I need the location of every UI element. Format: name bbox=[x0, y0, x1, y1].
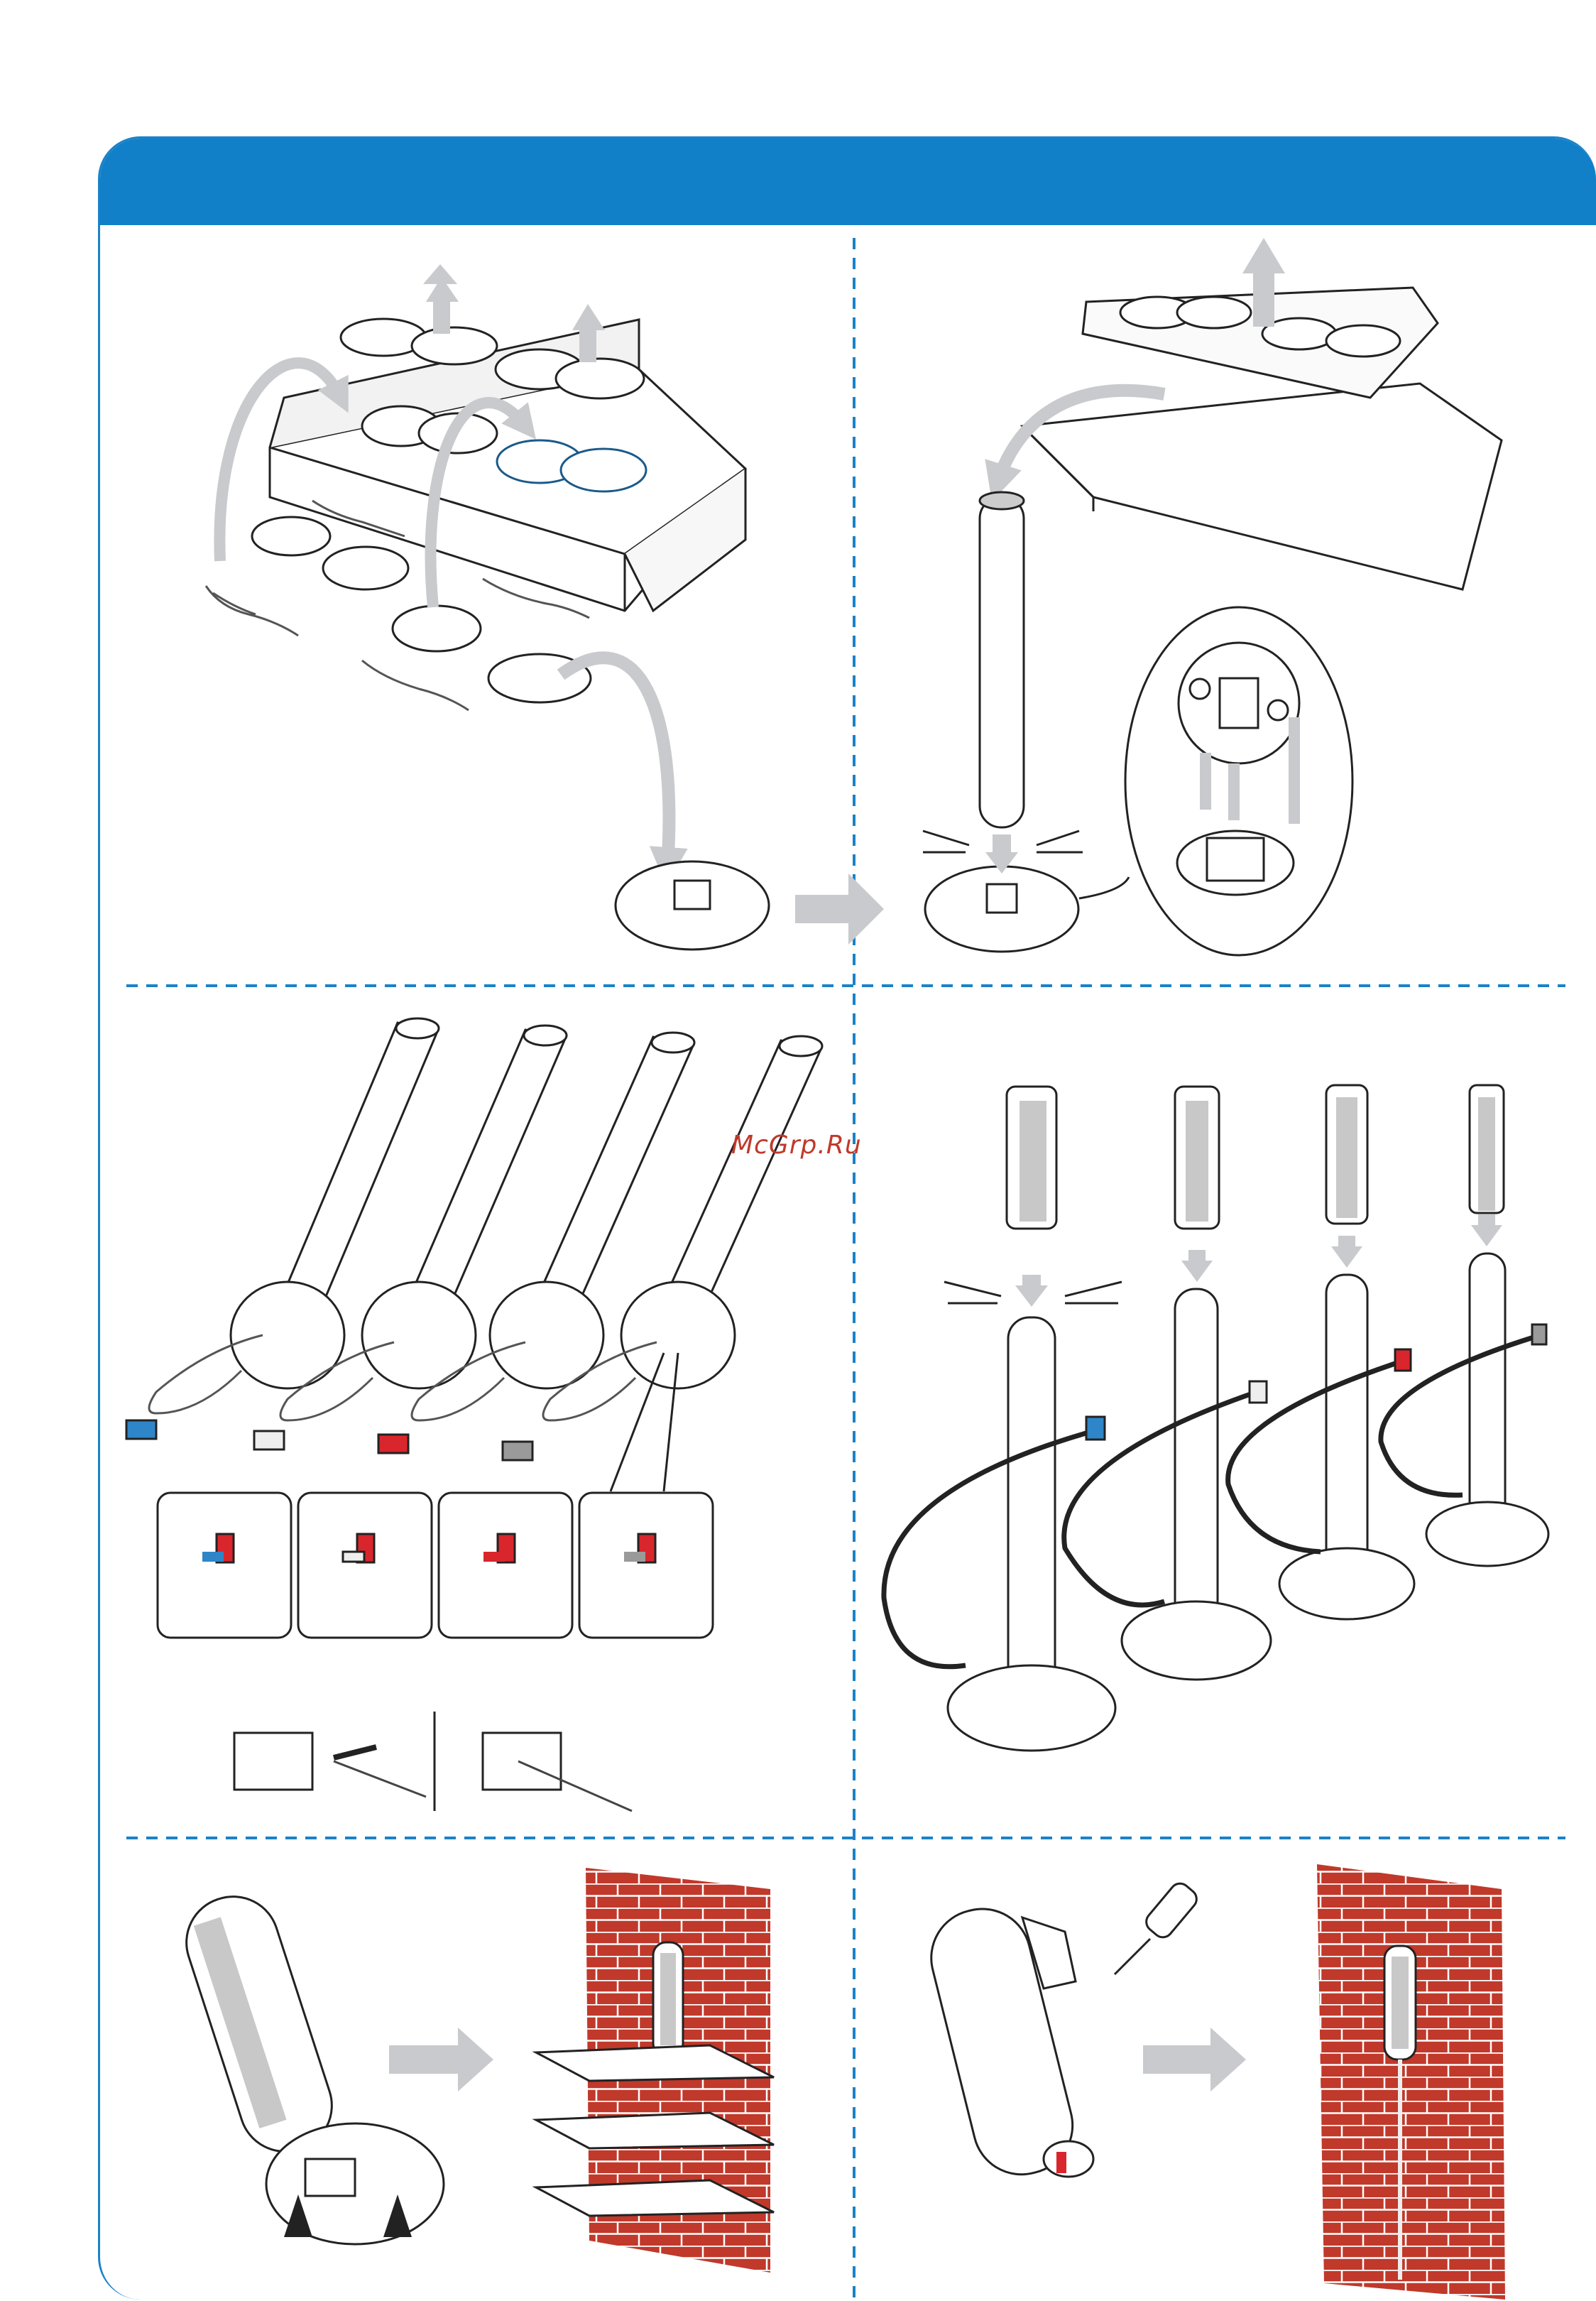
panel-wall-mount bbox=[921, 1864, 1505, 2300]
stand-base-icon bbox=[616, 861, 769, 950]
panel-shelf-placement bbox=[175, 1868, 774, 2273]
speaker-stand-icon bbox=[925, 492, 1078, 952]
panel-connect-cables bbox=[126, 1018, 822, 1811]
speaker-cable-icon bbox=[231, 1018, 822, 1388]
panel-attach-stand bbox=[923, 238, 1502, 955]
watermark-text: McGrp.Ru bbox=[731, 1131, 862, 1160]
screwdriver-icon bbox=[1115, 1880, 1201, 1974]
shelf-icon bbox=[175, 1885, 344, 2163]
panel-unpack-base bbox=[206, 264, 884, 950]
panel-mount-speakers bbox=[884, 1085, 1548, 1751]
